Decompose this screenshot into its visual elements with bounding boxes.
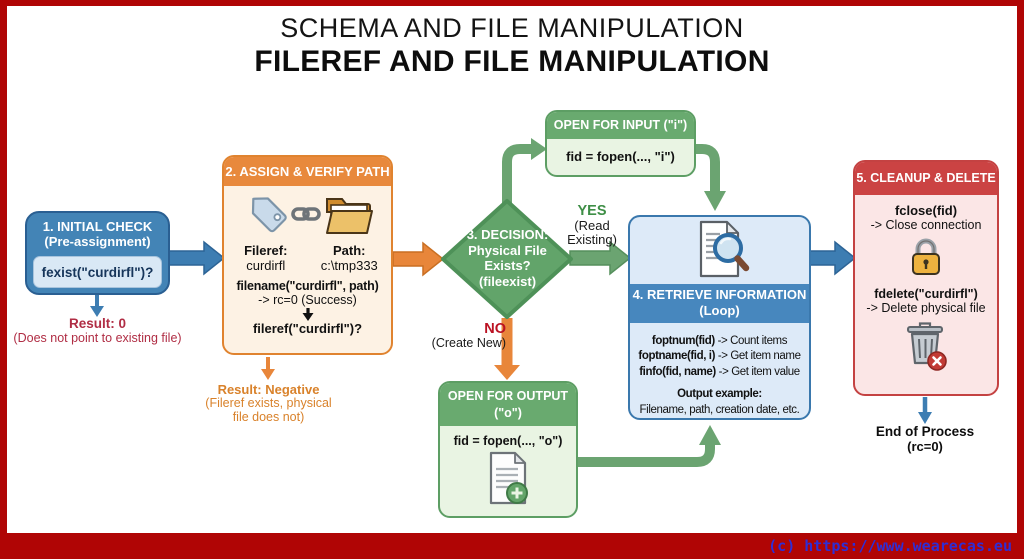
- diagram-subtitle: SCHEMA AND FILE MANIPULATION: [280, 13, 744, 43]
- arrow-step5-to-end-head: [918, 412, 932, 424]
- step2-result-title: Result: Negative: [217, 382, 320, 397]
- step4-fn1: foptnum(fid) -> Count items: [651, 334, 788, 347]
- arrow-open-output-to-step4-head: [699, 425, 721, 445]
- decision-yes-label: YES (Read Existing): [567, 203, 617, 247]
- document-magnifier-icon: [630, 217, 809, 284]
- arrow-step2-to-decision: [392, 241, 445, 277]
- arrow-step4-to-step5: [808, 240, 857, 276]
- arrow-decision-to-open-output-head: [494, 365, 520, 380]
- step2-icons: [224, 190, 391, 243]
- open-output-code: fid = fopen(..., "o"): [453, 434, 563, 448]
- folder-icon: [323, 191, 375, 242]
- down-arrow-icon: [302, 308, 313, 321]
- arrow-step2-to-result-head: [261, 369, 275, 380]
- step2-path: Path: c:\tmp333: [320, 243, 378, 273]
- open-input-code: fid = fopen(..., "i"): [566, 149, 675, 164]
- step4-retrieve-information-box: 4. RETRIEVE INFORMATION (Loop) foptnum(f…: [628, 215, 811, 420]
- padlock-icon: [855, 237, 997, 282]
- step4-output-value: Filename, path, creation date, etc.: [639, 403, 800, 416]
- decision-diamond: [441, 199, 573, 319]
- trash-delete-icon: [855, 319, 997, 376]
- arrow-step1-to-step2: [168, 240, 226, 276]
- arrow-open-input-to-step4: [694, 144, 720, 193]
- decision-no-label: NO (Create New): [431, 321, 506, 350]
- step4-fn3: finfo(fid, name) -> Get item value: [639, 365, 800, 378]
- step4-functions: foptnum(fid) -> Count items foptname(fid…: [630, 323, 809, 419]
- tag-icon: [241, 190, 289, 243]
- open-output-title: OPEN FOR OUTPUT ("o"): [440, 383, 576, 426]
- step5-cleanup-delete-box: 5. CLEANUP & DELETE fclose(fid) -> Close…: [853, 160, 999, 396]
- step1-code: fexist("curdirfl")?: [33, 256, 162, 288]
- arrow-decision-to-open-input: [502, 144, 531, 204]
- copyright-watermark: (c) https://www.wearecas.eu: [768, 537, 1012, 555]
- step2-assign-verify-box: 2. ASSIGN & VERIFY PATH: [222, 155, 393, 355]
- arrow-open-output-to-step4: [577, 443, 715, 467]
- step4-fn2: foptname(fid, i) -> Get item name: [638, 350, 801, 362]
- step1-title: 1. INITIAL CHECK (Pre-assignment): [42, 219, 153, 249]
- diagram-title: FILEREF AND FILE MANIPULATION: [254, 45, 770, 78]
- step5-code1: fclose(fid): [894, 203, 958, 218]
- arrow-step1-to-result-head: [90, 306, 104, 317]
- step1-initial-check-box: 1. INITIAL CHECK (Pre-assignment) fexist…: [25, 211, 170, 295]
- arrow-open-input-to-step4-head: [704, 191, 726, 211]
- step5-code2-desc: -> Delete physical file: [866, 301, 986, 315]
- decision-label: 3. DECISION: Physical File Exists? (file…: [466, 227, 549, 289]
- arrow-decision-to-open-input-head: [531, 138, 547, 160]
- arrow-decision-to-step4: [569, 240, 632, 276]
- step2-code: filename("curdirfl", path) -> rc=0 (Succ…: [236, 279, 379, 336]
- step5-code2: fdelete("curdirfl"): [874, 287, 978, 301]
- step2-title: 2. ASSIGN & VERIFY PATH: [224, 157, 391, 186]
- step1-result-title: Result: 0: [68, 316, 126, 331]
- step1-result-note: Result: 0 (Does not point to existing fi…: [10, 316, 185, 345]
- step5-title: 5. CLEANUP & DELETE: [855, 162, 997, 195]
- step2-result-note: Result: Negative (Fileref exists, physic…: [196, 382, 341, 424]
- step1-result-sub: (Does not point to existing file): [13, 331, 182, 345]
- open-input-title: OPEN FOR INPUT ("i"): [547, 112, 694, 139]
- step4-output-label: Output example:: [677, 388, 762, 400]
- document-plus-icon: [440, 451, 576, 510]
- step2-fileref: Fileref: curdirfl: [244, 243, 288, 273]
- open-for-output-box: OPEN FOR OUTPUT ("o") fid = fopen(..., "…: [438, 381, 578, 518]
- step5-code1-desc: -> Close connection: [870, 218, 982, 232]
- open-for-input-box: OPEN FOR INPUT ("i") fid = fopen(..., "i…: [545, 110, 696, 177]
- link-icon: [290, 203, 321, 230]
- step2-labels: Fileref: curdirfl Path: c:\tmp333: [224, 243, 391, 273]
- end-of-process-label: End of Process (rc=0): [875, 424, 975, 454]
- step4-title: 4. RETRIEVE INFORMATION (Loop): [630, 283, 809, 323]
